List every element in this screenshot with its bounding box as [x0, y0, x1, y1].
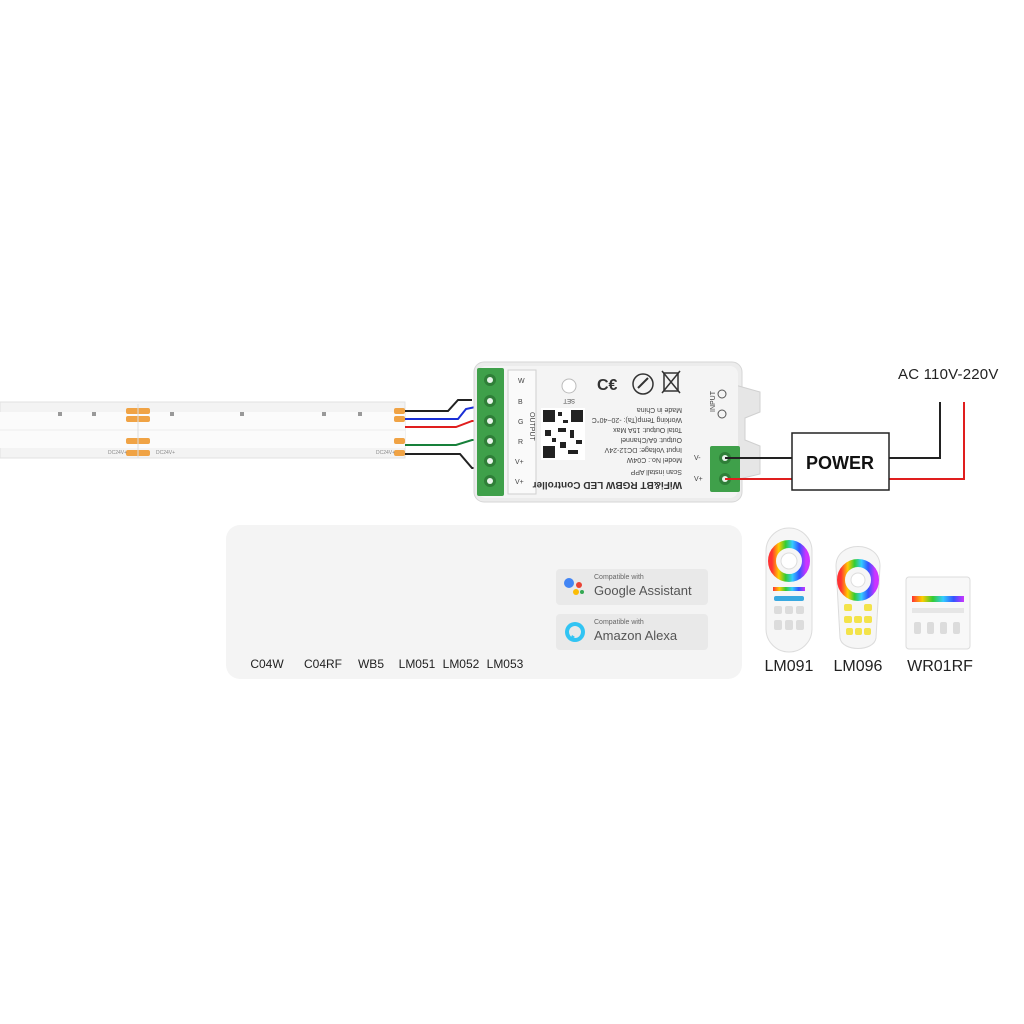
controller-total-output: Total Output: 15A Max	[613, 426, 682, 433]
svg-text:R: R	[518, 439, 523, 446]
controller-output: Output: 6A/Channel	[620, 436, 682, 443]
strip-mark-1: DC24V+	[108, 450, 127, 456]
controller-set-label: SET	[563, 397, 575, 403]
remote-wr01rf-image	[905, 576, 971, 650]
svg-text:V+: V+	[694, 476, 703, 483]
controller-title: WiFi&BT RGBW LED Controller	[533, 479, 682, 490]
strip-cut-pads	[126, 404, 405, 458]
controller-input-label: INPUT	[710, 390, 717, 412]
svg-text:V+: V+	[515, 479, 524, 486]
remote-label-lm096: LM096	[833, 658, 883, 675]
product-label-lm051: LM051	[398, 657, 436, 671]
google-assistant-badge: Compatible with Google Assistant	[556, 569, 708, 605]
strip-chips	[58, 412, 362, 416]
svg-text:V+: V+	[515, 459, 524, 466]
svg-text:W: W	[518, 378, 525, 385]
google-badge-small: Compatible with	[594, 574, 644, 581]
power-label: POWER	[806, 453, 874, 473]
led-strip: DC24V+ DC24V+ DC24V+	[0, 401, 406, 459]
strip-mark-3: DC24V+	[376, 450, 395, 456]
google-assistant-icon	[564, 578, 584, 595]
alexa-badge-title: Amazon Alexa	[594, 628, 678, 643]
amazon-alexa-badge: Compatible with Amazon Alexa	[556, 614, 708, 650]
power-supply-box: POWER	[791, 432, 890, 491]
remote-label-wr01rf: WR01RF	[907, 658, 973, 675]
weee-bin-icon	[663, 372, 679, 392]
controller-label-text: WiFi&BT RGBW LED Controller Scan install…	[533, 397, 682, 490]
controller-device: C€	[473, 361, 761, 503]
rohs-icon	[632, 373, 654, 395]
svg-text:B: B	[518, 399, 523, 406]
google-badge-title: Google Assistant	[594, 583, 692, 598]
remote-lm091-image	[765, 527, 813, 653]
ac-voltage-label: AC 110V-220V	[898, 366, 999, 383]
remote-label-lm091: LM091	[764, 658, 814, 675]
product-label-c04rf: C04RF	[303, 657, 342, 671]
svg-text:G: G	[518, 419, 523, 426]
alexa-ring-icon	[565, 622, 585, 642]
remote-lm096-image	[835, 546, 881, 649]
power-wires	[725, 402, 965, 480]
controller-model: Model No.: C04W	[626, 456, 682, 463]
controller-working-temp: Working Temp(Ta): -20~40°C	[592, 416, 682, 424]
product-label-c04w: C04W	[250, 657, 284, 671]
strip-mark-2: DC24V+	[156, 450, 175, 456]
input-terminal-labels: V- V+	[694, 455, 703, 483]
product-label-lm053: LM053	[486, 657, 524, 671]
output-terminal-labels: W B G R V+ V+	[515, 378, 525, 486]
controller-scan-text: Scan install APP	[630, 468, 682, 475]
ce-mark-icon: C€	[597, 377, 618, 394]
product-label-wb5: WB5	[357, 657, 384, 671]
controller-output-label: OUTPUT	[528, 412, 535, 442]
svg-text:V-: V-	[694, 455, 701, 462]
controller-made-in: Made in China	[637, 406, 682, 413]
alexa-badge-small: Compatible with	[594, 619, 644, 626]
controller-input-voltage: Input Voltage: DC12-24V	[604, 446, 682, 453]
product-label-lm052: LM052	[442, 657, 480, 671]
